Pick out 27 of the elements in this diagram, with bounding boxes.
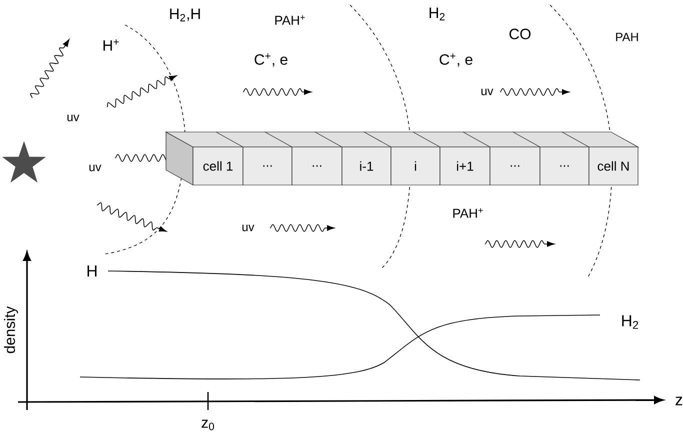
cell-box: cell N	[588, 146, 638, 186]
axis-label: density	[4, 306, 18, 354]
uv-label: uv	[67, 114, 80, 122]
curve-label: H	[88, 265, 96, 276]
species-label: CO	[510, 28, 531, 40]
cell-box: i+1	[440, 146, 490, 186]
cell-box: ...	[292, 146, 342, 186]
cell-box: ...	[242, 146, 292, 186]
uv-label: uv	[242, 224, 254, 232]
cell-box: ...	[490, 146, 540, 186]
cell-box: cell 1	[192, 146, 244, 186]
uv-label: uv	[89, 164, 102, 172]
species-label: PAH$^{+}$	[275, 15, 305, 25]
axis-label: z$_{0}$	[202, 420, 214, 430]
axis-label: z	[676, 396, 682, 406]
species-label: H$_{2}$,H	[170, 8, 200, 22]
species-label: C$^{+}$, e	[254, 53, 288, 67]
species-label: PAH	[616, 32, 638, 42]
cell-box: i	[390, 146, 440, 186]
species-label: H$_{2}$	[430, 8, 445, 20]
species-label: C$^{+}$, e	[440, 53, 472, 67]
species-label: PAH$^{+}$	[453, 208, 483, 218]
species-label: H$^{+}$	[104, 39, 119, 51]
uv-label: uv	[481, 88, 494, 96]
cell-box: i-1	[342, 146, 392, 186]
cell-box: ...	[540, 146, 590, 186]
curve-label: H$_{2}$	[622, 315, 638, 329]
